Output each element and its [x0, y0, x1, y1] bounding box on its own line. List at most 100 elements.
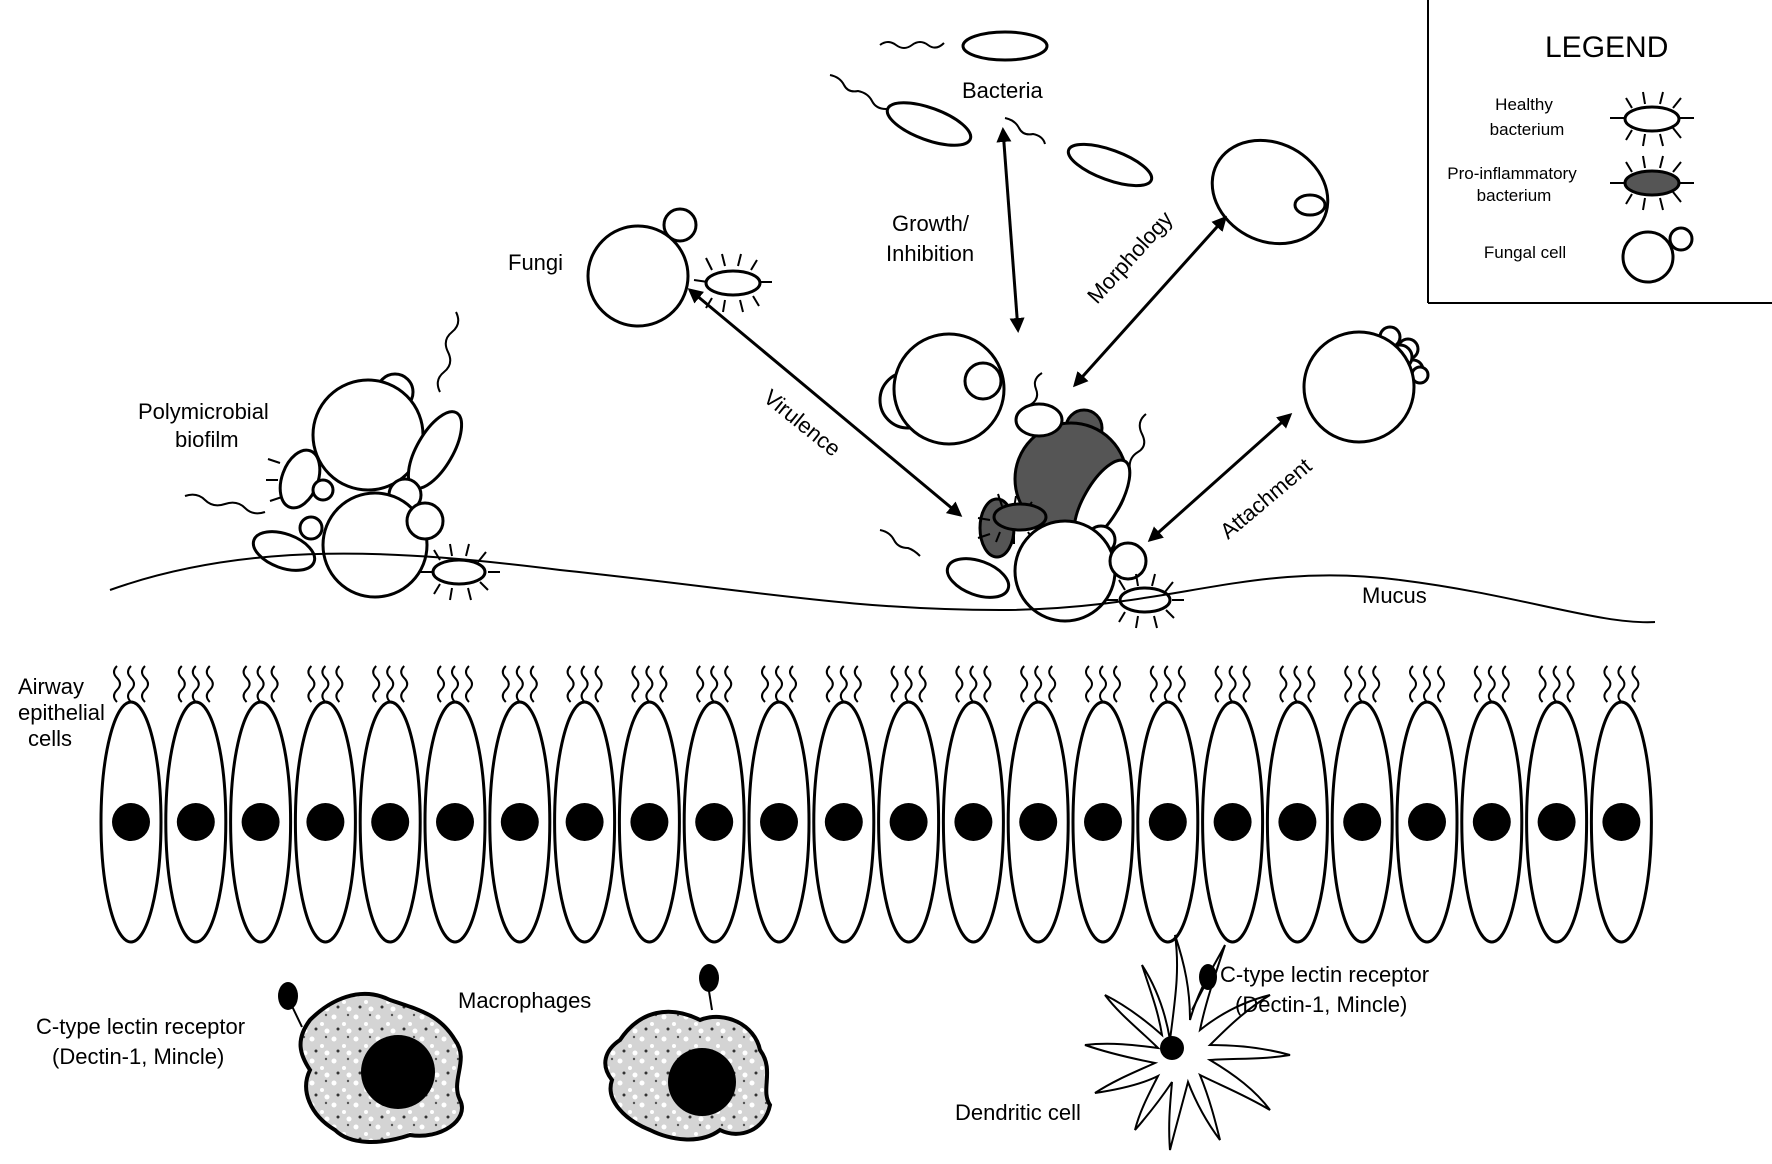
epithelial-cell	[812, 665, 876, 944]
legend: LEGEND Healthy bacterium Pro-inflammator…	[1427, 0, 1772, 304]
cilium	[645, 665, 654, 703]
label-macrophages: Macrophages	[458, 988, 591, 1013]
cilium	[1566, 665, 1575, 703]
cilium	[386, 665, 395, 703]
cilium	[177, 665, 186, 703]
cilium	[761, 665, 769, 703]
nucleus	[371, 803, 410, 841]
cilium	[1113, 665, 1121, 703]
cilium	[127, 665, 135, 703]
legend-fungal-label: Fungal cell	[1484, 243, 1566, 262]
legend-proinf-label-2: bacterium	[1477, 186, 1552, 205]
cilium	[515, 665, 524, 703]
epithelial-cell	[1589, 665, 1653, 944]
nucleus	[306, 803, 345, 841]
cilium	[580, 665, 589, 703]
epithelial-cell	[1201, 665, 1265, 944]
nucleus	[176, 803, 215, 841]
legend-pro-inflammatory-bacterium-icon	[1610, 155, 1694, 211]
nucleus	[1019, 803, 1058, 841]
cilium	[696, 665, 705, 703]
cilium	[205, 665, 214, 703]
label-ctype-left-1: C-type lectin receptor	[36, 1014, 245, 1039]
cilium	[1423, 665, 1431, 703]
label-morphology: Morphology	[1082, 206, 1177, 308]
epithelial-cell	[164, 665, 228, 944]
cilium	[1228, 665, 1237, 703]
nucleus	[954, 803, 993, 841]
cilium	[1358, 665, 1367, 703]
nucleus	[500, 803, 539, 841]
label-bacteria: Bacteria	[962, 78, 1043, 103]
cilium	[1177, 665, 1186, 703]
cilium	[256, 665, 265, 703]
label-ctype-right-1: C-type lectin receptor	[1220, 962, 1429, 987]
fungal-cell-fungi	[586, 207, 698, 328]
epithelial-cell	[488, 665, 552, 944]
cilium	[1603, 665, 1612, 703]
cilium	[1501, 665, 1510, 703]
nucleus	[1602, 803, 1641, 841]
cilium	[1307, 665, 1316, 703]
cilium	[983, 665, 992, 703]
central-biofilm	[878, 332, 1184, 629]
cilium	[321, 665, 330, 703]
cilium	[631, 665, 640, 703]
cilium	[451, 665, 459, 703]
cilium	[1214, 665, 1223, 703]
label-fungi: Fungi	[508, 250, 563, 275]
epithelial-cell	[747, 665, 811, 944]
airway-epithelium	[99, 665, 1653, 944]
legend-title: LEGEND	[1545, 31, 1668, 64]
cilium	[1293, 665, 1302, 703]
cilium	[437, 665, 445, 703]
cilium	[1048, 665, 1057, 703]
epithelial-cell	[358, 665, 422, 944]
cilium	[890, 665, 899, 703]
nucleus	[1408, 803, 1446, 841]
epithelial-cell	[1330, 665, 1394, 944]
nucleus	[1148, 803, 1187, 841]
cilium	[113, 665, 121, 703]
legend-healthy-label-1: Healthy	[1495, 95, 1553, 114]
cilium	[775, 665, 783, 703]
nucleus	[1084, 803, 1122, 841]
cilium	[789, 665, 797, 703]
nucleus	[824, 803, 863, 841]
cilium	[335, 665, 344, 703]
nucleus	[565, 803, 604, 841]
macrophage-left	[278, 982, 464, 1144]
epithelial-cell	[1460, 665, 1524, 944]
label-growth: Growth/	[892, 211, 970, 236]
label-dendritic: Dendritic cell	[955, 1100, 1081, 1125]
epithelial-cell	[1525, 665, 1589, 944]
epithelial-cell	[682, 665, 746, 944]
cilium	[825, 665, 834, 703]
label-inhibition: Inhibition	[886, 241, 974, 266]
legend-proinf-label-1: Pro-inflammatory	[1447, 164, 1577, 183]
nucleus	[630, 803, 669, 841]
epithelial-cell	[941, 665, 1005, 944]
nucleus	[436, 803, 474, 841]
epithelial-cell	[1006, 665, 1070, 944]
epithelial-cell	[1136, 665, 1200, 944]
cilium	[1344, 665, 1353, 703]
arrow-attachment	[1147, 413, 1293, 542]
cilium	[1617, 665, 1626, 703]
label-ctype-left-2: (Dectin-1, Mincle)	[52, 1044, 224, 1069]
nucleus	[760, 803, 798, 841]
label-polymicrobial: Polymicrobial	[138, 399, 269, 424]
cilium	[1538, 665, 1547, 703]
cilium	[1487, 665, 1496, 703]
cilium	[1020, 665, 1029, 703]
cilium	[969, 665, 978, 703]
cilium	[853, 665, 862, 703]
cilium	[141, 665, 149, 703]
cilium	[1279, 665, 1288, 703]
epithelial-cell	[617, 665, 681, 944]
epithelial-cell	[423, 665, 487, 944]
cilium	[839, 665, 848, 703]
cilium	[465, 665, 473, 703]
cilium	[724, 665, 733, 703]
cilium	[270, 665, 279, 703]
